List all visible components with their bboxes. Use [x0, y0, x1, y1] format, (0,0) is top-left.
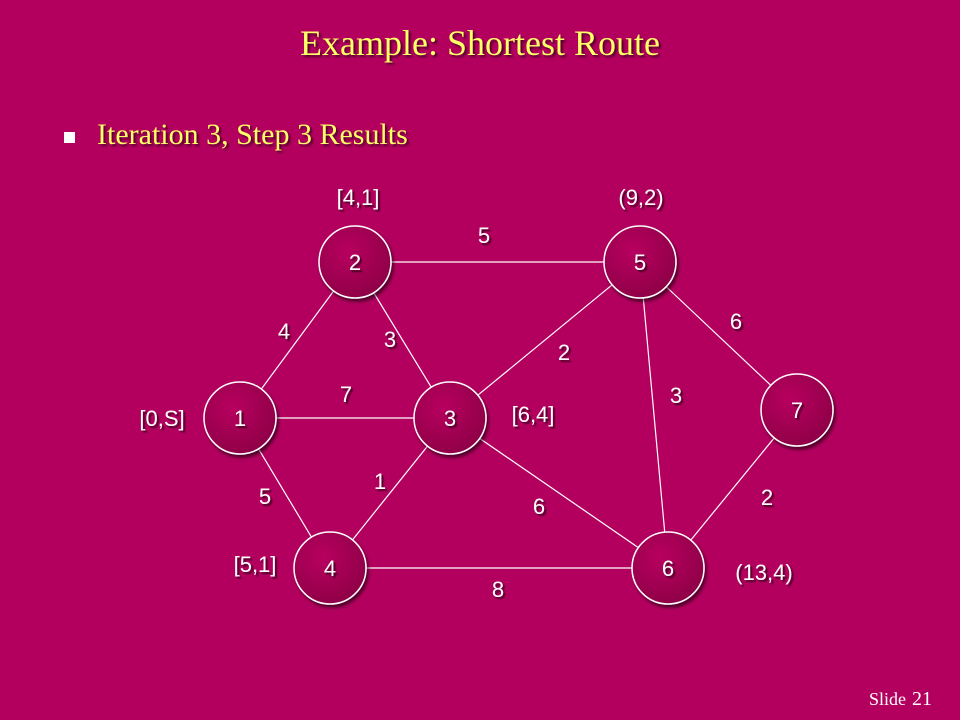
weight-6-7: 2	[761, 485, 773, 510]
node-5: 5	[603, 225, 677, 299]
slide-footer: Slide 21	[869, 688, 932, 711]
bullet-text: Iteration 3, Step 3 Results	[97, 118, 408, 151]
weight-2-3: 3	[384, 327, 396, 352]
label-node-3: [6,4]	[512, 402, 555, 427]
slide-label: Slide	[868, 689, 906, 709]
node-3-label: 3	[444, 406, 456, 431]
node-3: 3	[413, 381, 487, 455]
node-4: 4	[293, 531, 367, 605]
label-node-1: [0,S]	[139, 406, 184, 431]
slide-number: 21	[912, 688, 932, 710]
node-5-label: 5	[634, 250, 646, 275]
label-node-2: [4,1]	[337, 185, 380, 210]
weight-1-4: 5	[259, 484, 271, 509]
weight-5-7: 6	[730, 309, 742, 334]
weight-1-3: 7	[340, 382, 352, 407]
node-4-label: 4	[324, 556, 336, 581]
slide-title: Example: Shortest Route	[300, 23, 660, 63]
weight-3-6: 6	[533, 494, 545, 519]
weight-5-6: 3	[670, 383, 682, 408]
label-node-5: (9,2)	[618, 185, 663, 210]
node-1: 1	[203, 381, 277, 455]
node-2-label: 2	[349, 250, 361, 275]
weight-4-6: 8	[492, 577, 504, 602]
node-1-label: 1	[234, 406, 246, 431]
edge-5-6	[639, 261, 669, 569]
weight-2-5: 5	[478, 223, 490, 248]
edge-3-5	[449, 261, 641, 419]
weight-3-4: 1	[374, 469, 386, 494]
node-6: 6	[631, 531, 705, 605]
node-6-label: 6	[662, 556, 674, 581]
node-7: 7	[760, 373, 834, 447]
weight-1-2: 4	[278, 319, 290, 344]
bullet-item: Iteration 3, Step 3 Results	[64, 118, 408, 152]
square-bullet-icon	[64, 131, 75, 143]
weight-3-5: 2	[558, 340, 570, 365]
node-2: 2	[318, 225, 392, 299]
node-7-label: 7	[791, 398, 803, 423]
label-node-6: (13,4)	[735, 560, 792, 585]
label-node-4: [5,1]	[234, 552, 277, 577]
edge-3-6	[449, 417, 669, 569]
